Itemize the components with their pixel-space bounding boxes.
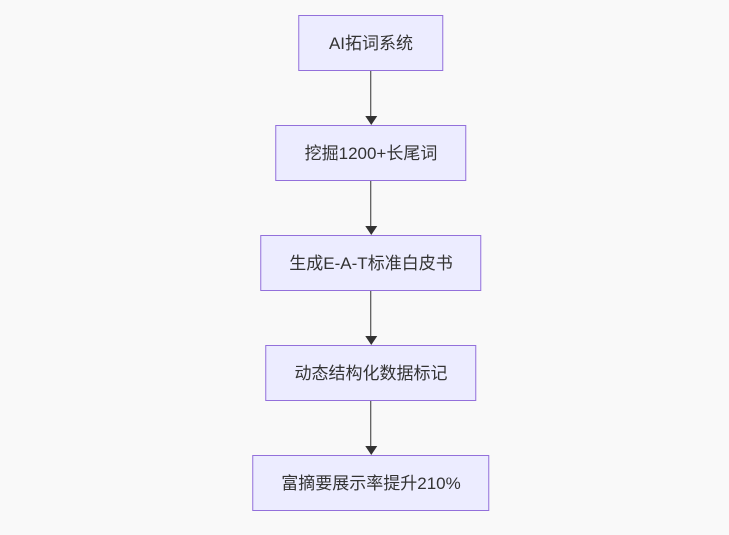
flow-node: 生成E-A-T标准白皮书: [260, 235, 482, 291]
flow-node-label: 生成E-A-T标准白皮书: [289, 253, 453, 273]
flow-node-label: 富摘要展示率提升210%: [281, 473, 461, 493]
flow-node-label: 挖掘1200+长尾词: [304, 143, 438, 163]
arrowhead-down-icon: [364, 336, 377, 345]
flow-edge: [364, 401, 377, 455]
flow-node-label: AI拓词系统: [328, 33, 414, 53]
flow-node: AI拓词系统: [298, 15, 444, 71]
flow-node: 挖掘1200+长尾词: [275, 125, 467, 181]
flow-node: 动态结构化数据标记: [265, 345, 477, 401]
flow-node-label: 动态结构化数据标记: [294, 363, 448, 383]
edge-line: [370, 291, 372, 337]
flow-edge: [364, 181, 377, 235]
arrowhead-down-icon: [364, 446, 377, 455]
flow-node: 富摘要展示率提升210%: [252, 455, 490, 511]
edge-line: [370, 181, 372, 227]
flow-edge: [364, 291, 377, 345]
flow-edge: [364, 71, 377, 125]
edge-line: [370, 71, 372, 117]
arrowhead-down-icon: [364, 226, 377, 235]
flowchart: AI拓词系统 挖掘1200+长尾词 生成E-A-T标准白皮书 动态结构化数据标记…: [252, 15, 490, 511]
edge-line: [370, 401, 372, 447]
arrowhead-down-icon: [364, 116, 377, 125]
